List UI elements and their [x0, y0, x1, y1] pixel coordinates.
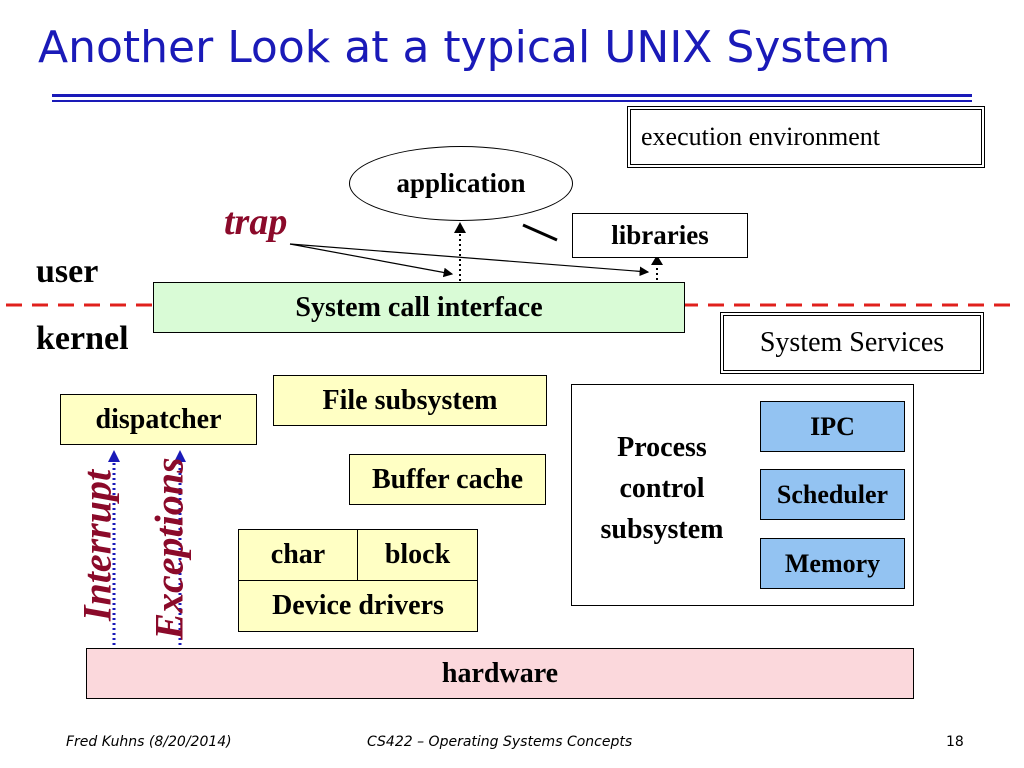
dispatcher-box: dispatcher — [60, 394, 257, 445]
execution-environment-label: execution environment — [641, 122, 880, 151]
process-control-label: Process control subsystem — [600, 432, 724, 545]
block-box: block — [357, 529, 478, 581]
app-libraries-link — [522, 223, 558, 242]
exceptions-arrowhead — [174, 450, 186, 462]
ipc-label: IPC — [810, 411, 855, 441]
buffer-cache-label: Buffer cache — [371, 463, 524, 495]
hardware-box: hardware — [86, 648, 914, 699]
file-subsystem-label: File subsystem — [322, 384, 498, 416]
trap-arrow-to-syscall — [289, 243, 454, 278]
memory-label: Memory — [784, 548, 881, 578]
slide-title: Another Look at a typical UNIX System — [38, 22, 891, 73]
hardware-label: hardware — [441, 657, 559, 689]
app-dotted-arrowhead — [454, 222, 466, 233]
footer-course: CS422 – Operating Systems Concepts — [367, 734, 633, 750]
block-label: block — [384, 539, 451, 570]
scheduler-box: Scheduler — [760, 469, 905, 520]
file-subsystem-box: File subsystem — [273, 375, 547, 426]
application-label: application — [396, 168, 526, 198]
system-services-label: System Services — [759, 327, 945, 358]
lib-dotted-arrowhead-top — [651, 255, 663, 265]
execution-environment-box: execution environment — [627, 106, 985, 168]
ipc-box: IPC — [760, 401, 905, 452]
title-underline — [52, 94, 972, 97]
dispatcher-label: dispatcher — [95, 403, 222, 435]
scheduler-label: Scheduler — [776, 479, 889, 509]
user-label: user — [36, 253, 99, 290]
system-call-interface: System call interface — [153, 282, 685, 333]
exceptions-label: Exceptions — [146, 457, 192, 640]
system-call-interface-label: System call interface — [295, 291, 543, 323]
footer-author: Fred Kuhns (8/20/2014) — [66, 734, 232, 750]
kernel-label: kernel — [36, 320, 129, 357]
footer-page-number: 18 — [946, 734, 964, 750]
libraries-box: libraries — [572, 213, 748, 258]
memory-box: Memory — [760, 538, 905, 589]
libraries-label: libraries — [611, 220, 709, 250]
char-box: char — [238, 529, 358, 581]
trap-label: trap — [224, 201, 288, 243]
application-ellipse: application — [349, 146, 573, 221]
buffer-cache-box: Buffer cache — [349, 454, 546, 505]
interrupt-label: Interrupt — [74, 469, 120, 622]
title-underline-thin — [52, 100, 972, 102]
trap-arrow-to-libraries — [289, 243, 650, 277]
interrupt-arrowhead — [108, 450, 120, 462]
device-drivers-box: Device drivers — [238, 580, 478, 632]
device-drivers-label: Device drivers — [272, 590, 444, 621]
system-services-box: System Services — [720, 312, 984, 374]
char-label: char — [270, 539, 326, 570]
